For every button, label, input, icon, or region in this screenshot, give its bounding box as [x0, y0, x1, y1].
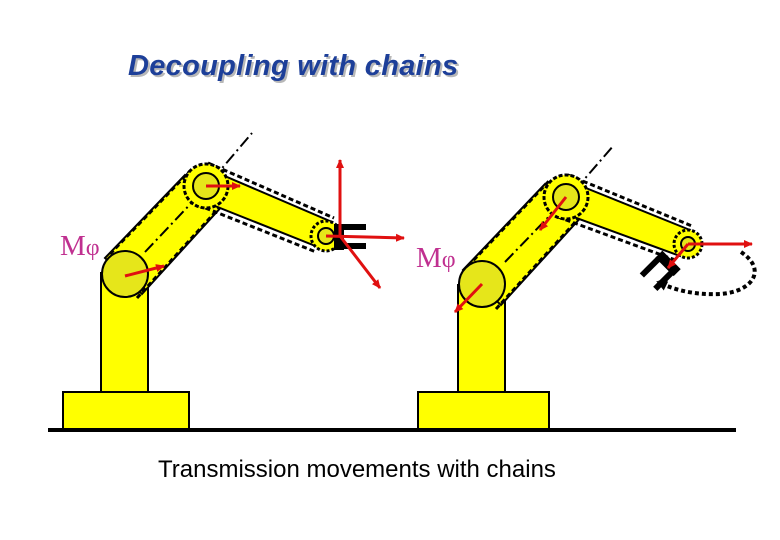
arrow-right-wrist-diag: [666, 243, 690, 269]
motor-label-left: Mφ: [60, 230, 100, 263]
robot-left-gripper-finger-top: [342, 224, 366, 230]
motor-right-letter: M: [416, 242, 442, 274]
chain-left-upper-b: [135, 206, 221, 300]
robot-left-base: [62, 391, 190, 430]
chain-right-upper-a: [466, 178, 552, 268]
chain-right-fore-b: [557, 215, 679, 263]
arrow-left-wrist-x: [325, 233, 405, 242]
arrow-right-elbow: [538, 196, 568, 231]
robot-right-gripper-finger-top: [639, 256, 661, 278]
arrow-left-wrist-z: [338, 235, 382, 289]
chain-right-fore-a: [567, 173, 693, 228]
motor-left-letter: M: [60, 230, 86, 262]
axis-left-upper: [144, 195, 199, 253]
caption: Transmission movements with chains: [158, 456, 556, 483]
rotation-arc-arrow: [656, 250, 757, 297]
arrow-right-shoulder: [453, 282, 484, 314]
motor-label-right: Mφ: [416, 242, 456, 275]
robot-left-shoulder-joint: [101, 250, 149, 298]
chain-right-upper-b: [494, 216, 581, 311]
robot-left-gripper-finger-bottom: [342, 243, 366, 249]
chain-left-fore-a: [207, 161, 335, 220]
chain-left-upper-a: [108, 169, 192, 256]
motor-right-subscript: φ: [441, 247, 456, 273]
slide-title: Decoupling with chains: [128, 50, 459, 82]
robot-right-base: [417, 391, 550, 430]
robot-right: [417, 144, 757, 430]
chain-left-fore-b: [197, 203, 317, 254]
robot-left: [62, 132, 405, 430]
arrow-left-shoulder: [124, 264, 165, 278]
motor-left-subscript: φ: [85, 235, 100, 261]
